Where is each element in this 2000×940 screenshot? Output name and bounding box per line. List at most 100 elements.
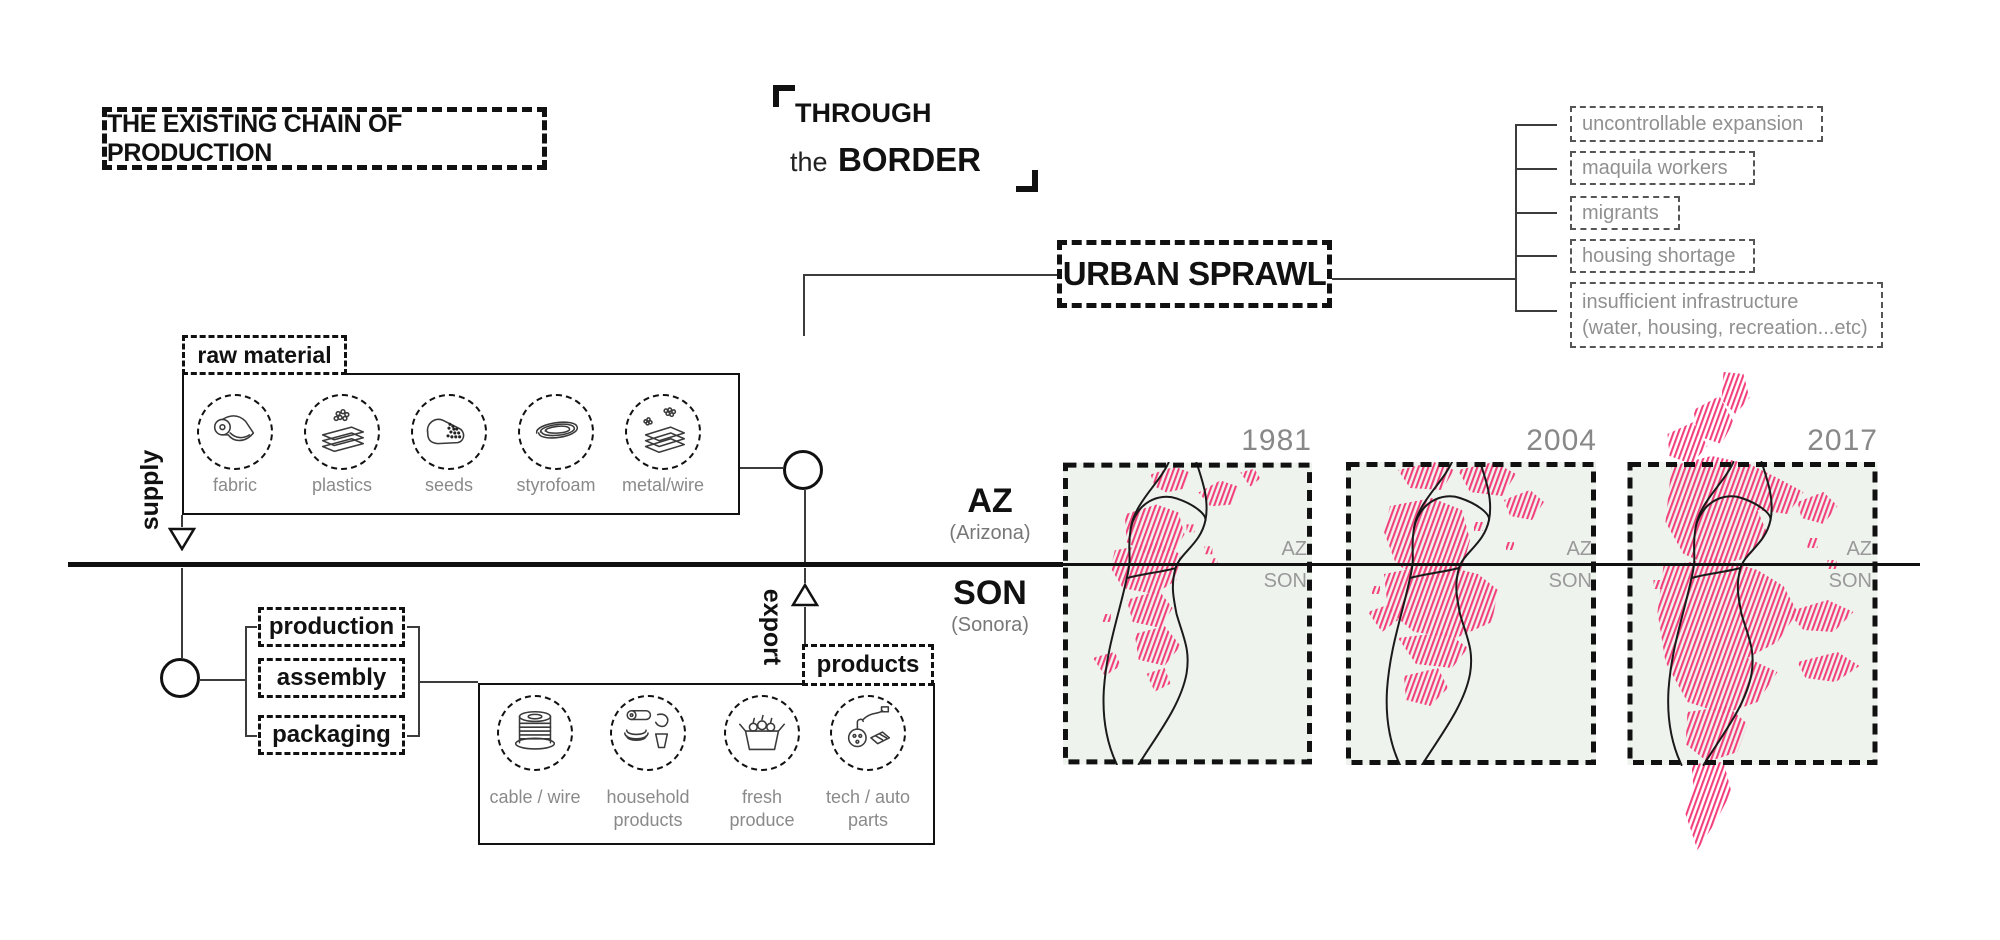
south-junction-node <box>160 658 200 698</box>
effects-tick-3 <box>1515 212 1557 214</box>
title-border-word: BORDER <box>838 141 982 178</box>
material-label: plastics <box>311 475 373 495</box>
material-item-fabric <box>197 394 273 470</box>
export-arrow-up-icon <box>791 583 819 607</box>
map-year-2017: 2017 <box>1807 424 1878 457</box>
map-inner-az: AZ <box>1566 538 1592 560</box>
supply-label: supply <box>135 449 164 531</box>
steps-bracket-right-tick-top <box>407 626 419 628</box>
connector-steps-products <box>420 681 478 683</box>
sprawl-map-2017 <box>1627 372 1878 850</box>
supply-arrow-down-icon <box>168 527 196 551</box>
step-box-assembly: assembly <box>258 658 405 698</box>
styrofoam-icon <box>535 421 579 439</box>
steps-bracket-left-tick-top <box>245 626 257 628</box>
steps-bracket-left <box>245 626 247 737</box>
sprawl-map-1981 <box>1063 462 1312 765</box>
border-line-thin <box>1063 563 1920 566</box>
raw-material-label-box: raw material <box>182 335 347 375</box>
sprawl-map-2004 <box>1346 462 1596 765</box>
step-box-packaging: packaging <box>258 715 405 755</box>
connector-sprawl-right <box>1332 278 1515 280</box>
map-inner-son: SON <box>1828 570 1872 592</box>
supply-line-upper <box>181 515 183 527</box>
steps-bracket-right <box>418 626 420 737</box>
urban-sprawl-label: URBAN SPRAWL <box>1062 255 1327 292</box>
region-south: SON (Sonora) <box>935 576 1045 637</box>
effect-label: migrants <box>1582 202 1659 224</box>
effect-label: maquila workers <box>1582 157 1728 179</box>
raw-material-label: raw material <box>197 341 332 368</box>
supply-line-lower <box>181 568 183 658</box>
step-label: packaging <box>272 721 391 748</box>
effect-box-maquila-workers: maquila workers <box>1570 151 1755 185</box>
material-item-metal-wire <box>625 394 701 470</box>
effects-tick-2 <box>1515 168 1557 170</box>
cable-wire-icon <box>514 710 556 750</box>
region-south-abbr: SON <box>953 574 1027 612</box>
effects-tick-1 <box>1515 124 1557 126</box>
bracket-bottom-right-icon <box>1016 170 1038 192</box>
map-year-1981: 1981 <box>1241 424 1312 457</box>
north-junction-node <box>783 450 823 490</box>
material-label: styrofoam <box>516 475 596 495</box>
fabric-icon <box>213 415 255 442</box>
region-south-full: (Sonora) <box>951 614 1029 636</box>
effects-bracket <box>1515 124 1517 312</box>
products-label-box: products <box>802 644 934 686</box>
metal-wire-icon <box>643 407 686 454</box>
steps-bracket-right-tick-bottom <box>407 735 419 737</box>
products-label: products <box>816 651 920 678</box>
fresh-produce-icon <box>738 714 786 751</box>
step-box-production: production <box>258 607 405 647</box>
tech-auto-parts-icon <box>847 706 891 748</box>
border-line-thick <box>68 562 1063 567</box>
map-inner-son: SON <box>1548 570 1592 592</box>
main-title: THE EXISTING CHAIN OF PRODUCTION <box>107 109 403 167</box>
product-item-fresh-produce <box>724 695 800 771</box>
title-through: THROUGH <box>795 98 932 128</box>
material-item-styrofoam <box>518 394 594 470</box>
household-products-icon <box>624 709 669 749</box>
title-the: the <box>790 147 828 177</box>
region-north: AZ (Arizona) <box>935 484 1045 545</box>
connector-node-steps <box>200 679 246 681</box>
step-label: assembly <box>276 664 387 691</box>
effect-box-uncontrollable-expansion: uncontrollable expansion <box>1570 106 1823 142</box>
product-item-tech-auto <box>830 695 906 771</box>
material-label: metal/wire <box>621 475 705 495</box>
product-item-household <box>610 695 686 771</box>
connector-sprawl-left-h <box>803 274 1057 276</box>
connector-sprawl-left-v <box>803 274 805 336</box>
map-year-2004: 2004 <box>1526 424 1597 457</box>
material-label: seeds <box>424 475 474 495</box>
export-line-upper <box>804 490 806 565</box>
effects-tick-4 <box>1515 255 1557 257</box>
map-inner-son: SON <box>1263 570 1307 592</box>
effect-box-housing-shortage: housing shortage <box>1570 239 1755 273</box>
export-line-mid <box>804 568 806 583</box>
seeds-icon <box>426 418 465 445</box>
effect-label: housing shortage <box>1582 245 1736 267</box>
material-item-plastics <box>304 394 380 470</box>
region-north-full: (Arizona) <box>949 522 1031 544</box>
bracket-top-left-icon <box>773 85 795 107</box>
region-north-abbr: AZ <box>967 482 1013 520</box>
effect-box-migrants: migrants <box>1570 196 1680 230</box>
steps-bracket-left-tick-bottom <box>245 735 257 737</box>
effect-box-insufficient-infrastructure: insufficient infrastructure (water, hous… <box>1570 282 1883 348</box>
effect-label: insufficient infrastructure (water, hous… <box>1582 291 1868 339</box>
step-label: production <box>268 613 395 640</box>
product-label: fresh produce <box>729 787 795 830</box>
plastics-icon <box>321 408 365 453</box>
effects-tick-5 <box>1515 310 1557 312</box>
material-item-seeds <box>411 394 487 470</box>
product-label: household products <box>606 787 690 830</box>
connector-rawbox-node <box>740 467 783 469</box>
product-item-cable-wire <box>497 695 573 771</box>
main-title-box: THE EXISTING CHAIN OF PRODUCTION <box>102 107 547 170</box>
effect-label: uncontrollable expansion <box>1582 113 1804 135</box>
map-inner-az: AZ <box>1846 538 1872 560</box>
material-label: fabric <box>212 475 257 495</box>
